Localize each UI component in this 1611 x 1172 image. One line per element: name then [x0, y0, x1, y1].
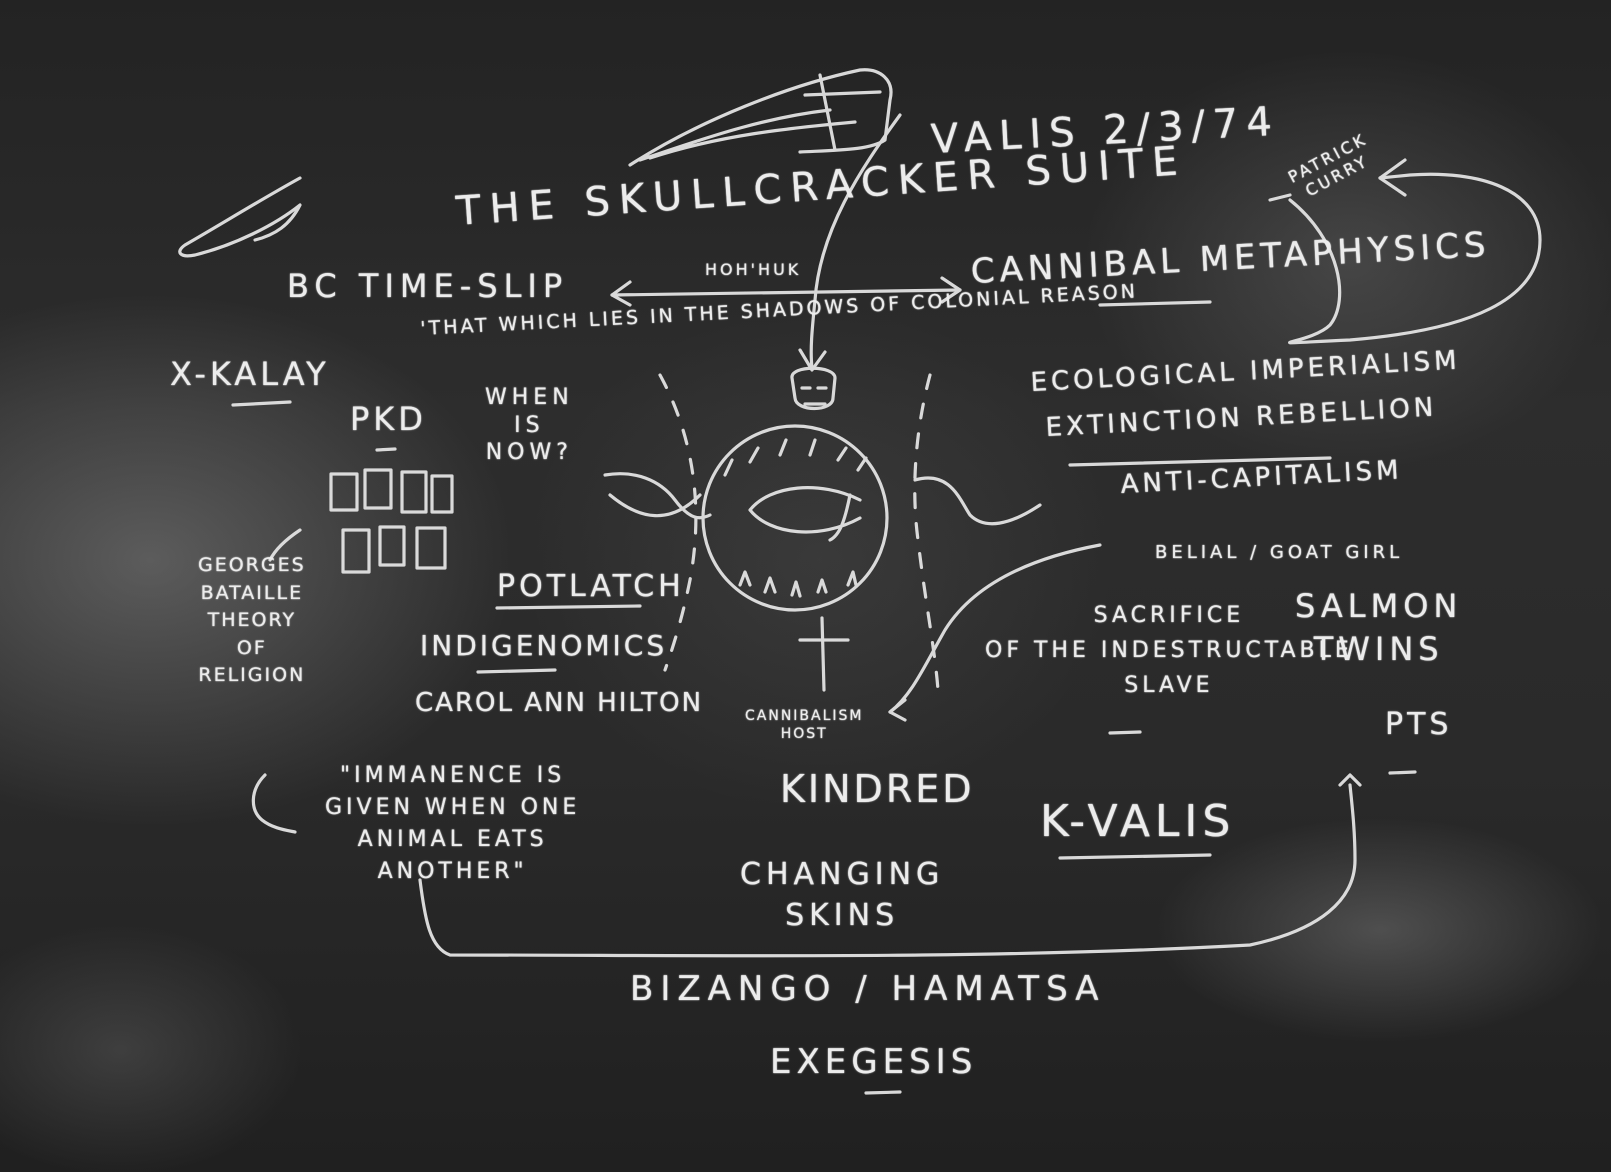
cannibalism-host: CANNIBALISM HOST [745, 708, 864, 743]
salmon-label: SALMON [1295, 587, 1463, 625]
bc-time-slip: BC TIME-SLIP [287, 267, 569, 305]
bottom-bracket [418, 783, 1357, 958]
immanence-line-1: "IMMANENCE IS [340, 763, 566, 788]
potlatch: POTLATCH [497, 569, 685, 604]
bataille-label: BATAILLE [200, 581, 304, 604]
indestructable-label: OF THE INDESTRUCTABLE [985, 638, 1353, 664]
changing-skins: CHANGING SKINS [740, 855, 944, 936]
cross-icon [798, 616, 850, 692]
theory-label: THEORY [207, 609, 297, 632]
fish-icon [178, 176, 302, 258]
loop-arrow [1288, 172, 1542, 345]
indigenomics: INDIGENOMICS [420, 629, 668, 662]
belial-goat-girl: BELIAL / GOAT GIRL [1155, 542, 1404, 563]
hohhuk-label: HOH'HUK [705, 260, 802, 279]
skins-label: SKINS [785, 897, 900, 933]
immanence-line-4: ANOTHER" [377, 858, 528, 884]
when-is-now: WHEN IS NOW? [485, 384, 574, 467]
is-label: IS [514, 412, 545, 438]
exegesis: EXEGESIS [770, 1042, 978, 1082]
immanence-quote: "IMMANENCE IS GIVEN WHEN ONE ANIMAL EATS… [325, 760, 580, 888]
immanence-line-2: GIVEN WHEN ONE [325, 794, 581, 820]
small-skull-icon [790, 366, 837, 410]
twins-label: TWINS [1313, 630, 1444, 669]
pkd-label: PKD [350, 400, 427, 438]
curve-arrow [809, 113, 902, 370]
of-label: OF [236, 636, 267, 659]
k-valis: K-VALIS [1040, 796, 1236, 847]
cannibalism-label: CANNIBALISM [745, 708, 864, 724]
georges-label: GEORGES [198, 554, 306, 576]
pts-label: PTS [1385, 707, 1453, 742]
double-arrow [610, 288, 962, 297]
immanence-line-3: ANIMAL EATS [357, 826, 548, 852]
host-label: HOST [780, 725, 828, 742]
sacrifice-block: SACRIFICE OF THE INDESTRUCTABLE SLAVE [985, 598, 1353, 704]
slave-label: SLAVE [1124, 673, 1214, 699]
carol-ann-hilton: CAROL ANN HILTON [415, 688, 704, 718]
religion-label: RELIGION [198, 664, 306, 687]
x-kalay: X-KALAY [170, 355, 330, 393]
bizango-hamatsa: BIZANGO / HAMATSA [630, 969, 1106, 1009]
curve-arrow-belial [888, 543, 1102, 714]
kindred: KINDRED [780, 767, 975, 811]
changing-label: CHANGING [740, 857, 945, 892]
now-label: NOW? [485, 440, 573, 465]
salmon-twins: SALMON TWINS [1295, 585, 1462, 671]
when-label: WHEN [485, 385, 574, 410]
sacrifice-label: SACRIFICE [1093, 603, 1245, 628]
bird-skull-icon [628, 68, 893, 167]
bataille-theory: GEORGES BATAILLE THEORY OF RELIGION [198, 552, 306, 690]
